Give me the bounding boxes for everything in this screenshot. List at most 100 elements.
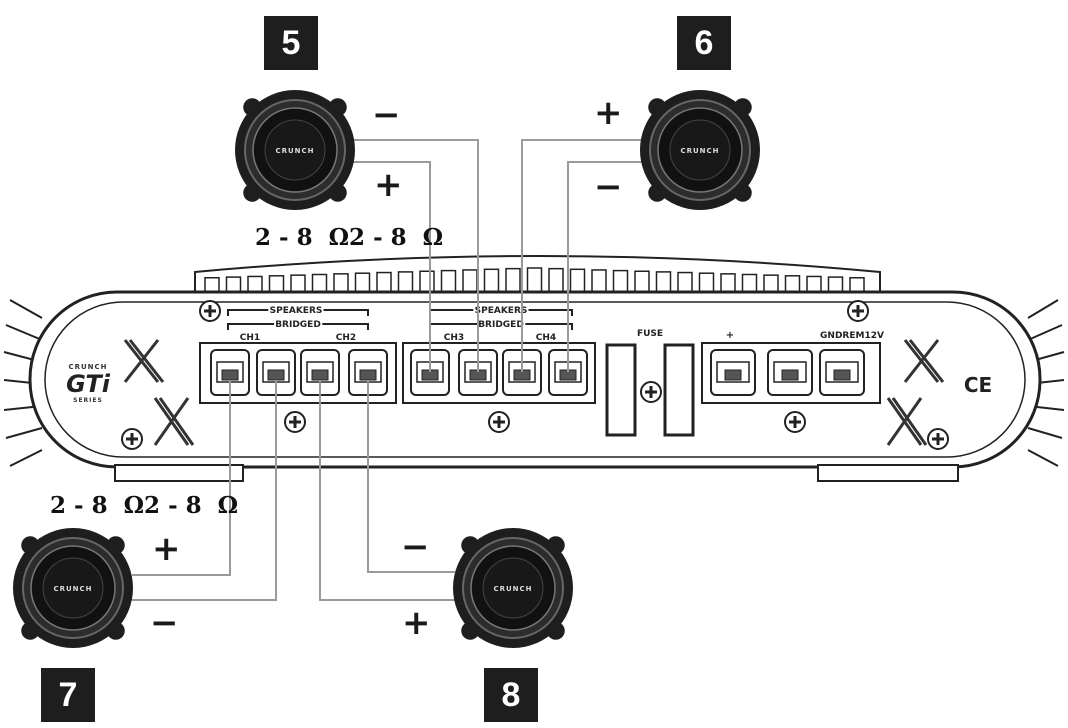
heatsink-fin (419, 270, 435, 293)
speaker-5: CRUNCH (235, 90, 355, 210)
heatsink-fin (311, 273, 328, 293)
side-fins-left (3, 299, 43, 467)
wire-6-minus (567, 161, 650, 372)
terminal-screws (210, 349, 865, 396)
foot-right (817, 464, 959, 482)
bridged-label-1: BRIDGED (275, 320, 321, 330)
wires (132, 139, 650, 601)
screw (488, 411, 510, 433)
terminal-screw (819, 349, 865, 396)
brand-label: CRUNCH (68, 363, 107, 371)
screw (927, 428, 949, 450)
heatsink-fin (354, 272, 371, 293)
terminal-screw (767, 349, 813, 396)
series-label: SERIES (73, 397, 103, 404)
polarity-5-minus: − (372, 95, 401, 135)
wire-6-plus (521, 139, 648, 372)
heatsink-fin (806, 275, 822, 293)
heatsink-fin (483, 268, 500, 293)
ce-mark: CE (964, 373, 992, 397)
heatsink-fin (204, 277, 220, 293)
ch4-label: CH4 (536, 333, 556, 343)
terminal-screw (710, 349, 756, 396)
polarity-7-plus: + (152, 529, 181, 569)
heatsink-fin (720, 273, 736, 293)
heatsink-fin (397, 271, 414, 293)
speakers-label-2: SPEAKERS (475, 306, 528, 316)
speaker-number-6: 6 (677, 16, 731, 70)
fuse-left (605, 343, 637, 437)
heatsink-fin (225, 276, 242, 293)
side-fins-right (1027, 299, 1065, 467)
screw (847, 300, 869, 322)
heatsink-fin (505, 267, 521, 293)
heatsink-fin (548, 267, 564, 293)
polarity-8-plus: + (402, 603, 431, 643)
polarity-7-minus: − (150, 603, 179, 643)
heatsink-fin (827, 276, 844, 293)
heatsink-fin (677, 271, 693, 293)
speakers: CRUNCH CRUNCH CRUNCH CRUNCH (13, 90, 760, 648)
x-logo-marks (123, 339, 945, 446)
speaker-brand-label: CRUNCH (275, 147, 314, 155)
ch1-label: CH1 (240, 333, 260, 343)
mounting-screws (121, 300, 949, 450)
heatsink-fin (591, 269, 607, 293)
heatsink-fin (333, 273, 349, 293)
heatsink-fin (634, 270, 650, 293)
fuse-label: FUSE (637, 329, 663, 339)
heatsink-fin (376, 271, 392, 293)
foot-left (114, 464, 244, 482)
heatsink-fin (655, 271, 672, 293)
polarity-5-plus: + (374, 165, 403, 205)
screw (640, 381, 662, 403)
terminal-screw (300, 349, 340, 396)
heatsink-fin (569, 268, 586, 293)
heatsink-fin (290, 274, 306, 293)
screw (199, 300, 221, 322)
heatsink-fin (763, 274, 779, 293)
power-labels: GNDREM12V (820, 331, 884, 341)
screw (121, 428, 143, 450)
bridged-label-2: BRIDGED (478, 320, 524, 330)
speaker-brand-label: CRUNCH (53, 585, 92, 593)
screw (284, 411, 306, 433)
speaker-number-5: 5 (264, 16, 318, 70)
wire-5-plus (345, 161, 431, 372)
impedance-label-bottom: 2 - 8 Ω2 - 8 Ω (50, 492, 239, 519)
terminal-screw (256, 349, 296, 396)
polarity-8-minus: − (401, 527, 430, 567)
speaker-8: CRUNCH (453, 528, 573, 648)
speaker-number-8: 8 (484, 668, 538, 722)
speakers-label-1: SPEAKERS (270, 306, 323, 316)
speaker-6: CRUNCH (640, 90, 760, 210)
model-label: GTi (66, 370, 111, 398)
impedance-label-top: 2 - 8 Ω2 - 8 Ω (255, 224, 444, 251)
heatsink-fin (462, 269, 478, 293)
screw (784, 411, 806, 433)
terminal-screw (410, 349, 450, 396)
heatsink-fin (247, 275, 263, 293)
amplifier (3, 255, 1065, 482)
power-plus-label: + (726, 330, 734, 341)
wire-8-minus (367, 380, 455, 573)
speaker-number-7: 7 (41, 668, 95, 722)
wire-5-minus (350, 139, 479, 372)
polarity-6-minus: − (594, 167, 623, 207)
wire-8-plus (319, 380, 458, 601)
speaker-brand-label: CRUNCH (680, 147, 719, 155)
polarity-6-plus: + (594, 93, 623, 133)
speaker-brand-label: CRUNCH (493, 585, 532, 593)
heatsink-fin (849, 277, 865, 293)
heatsink-fin (612, 269, 629, 293)
wire-7-plus (132, 380, 231, 576)
wire-7-minus (132, 380, 277, 601)
heatsink-fin (784, 275, 801, 293)
terminal-screw (502, 349, 542, 396)
heatsink-fin (440, 269, 457, 293)
heatsink-fin (698, 272, 715, 293)
ch2-label: CH2 (336, 333, 356, 343)
fuse-right (663, 343, 695, 437)
